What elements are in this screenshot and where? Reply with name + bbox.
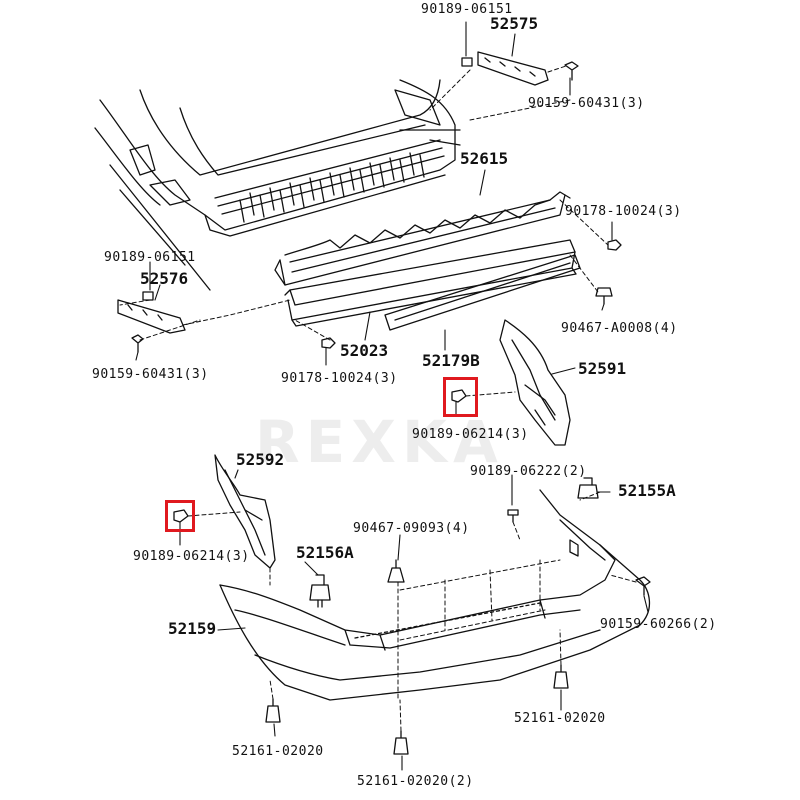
screw-90189-06214-right [451, 389, 467, 403]
nut-90178-10024-bottom [321, 337, 336, 349]
label-52155A: 52155A [618, 481, 676, 500]
clip-52161-02020-right [553, 664, 569, 689]
screw-90159-60266 [635, 576, 651, 596]
clip-52156A [309, 574, 331, 608]
clip-52155A [577, 477, 599, 499]
label-52156A: 52156A [296, 543, 354, 562]
label-90178-10024-right: 90178-10024(3) [565, 204, 682, 219]
retainer-52575 [461, 51, 579, 86]
label-90159-60431-top: 90159-60431(3) [528, 96, 645, 111]
label-52023: 52023 [340, 341, 389, 360]
clip-52161-02020-bottom [393, 730, 409, 755]
leader-lines [135, 21, 649, 771]
label-52161-02020-right: 52161-02020 [514, 711, 606, 726]
label-90189-06214-right: 90189-06214(3) [412, 427, 529, 442]
clip-52161-02020-left [265, 698, 281, 723]
label-90467-A0008: 90467-A0008(4) [561, 321, 678, 336]
label-90189-06151-left: 90189-06151 [104, 250, 196, 265]
dashed-guide-lines [119, 65, 637, 732]
label-90467-09093: 90467-09093(4) [353, 521, 470, 536]
nut-90178-10024-right [607, 239, 622, 251]
bumper-reinforcement-52023 [284, 239, 577, 327]
label-90159-60431-left: 90159-60431(3) [92, 367, 209, 382]
impact-absorber-52615 [274, 191, 571, 286]
label-90189-06222: 90189-06222(2) [470, 464, 587, 479]
label-52159: 52159 [168, 619, 217, 638]
retainer-52576 [117, 291, 186, 353]
reinforcement-strip-52179B [384, 254, 581, 331]
label-52591: 52591 [578, 359, 627, 378]
label-52576: 52576 [140, 269, 189, 288]
screw-90189-06222 [507, 509, 519, 523]
label-90189-06214-left: 90189-06214(3) [133, 549, 250, 564]
label-90178-10024-bottom: 90178-10024(3) [281, 371, 398, 386]
vehicle-body-outline [94, 79, 461, 291]
label-52161-02020-bottom: 52161-02020(2) [357, 774, 474, 789]
label-52615: 52615 [460, 149, 509, 168]
highlight-box-90189-06214-left [165, 500, 195, 532]
label-52161-02020-left: 52161-02020 [232, 744, 324, 759]
screw-90189-06214-left [173, 509, 189, 523]
label-90159-60266: 90159-60266(2) [600, 617, 717, 632]
label-90189-06151-top: 90189-06151 [421, 2, 513, 17]
side-bracket-52591 [499, 319, 571, 446]
watermark: REXKA [255, 408, 504, 476]
highlight-box-90189-06214-right [443, 377, 478, 417]
side-bracket-52592 [214, 454, 276, 569]
label-52592: 52592 [236, 450, 285, 469]
clip-90467-09093 [387, 559, 405, 583]
label-52575: 52575 [490, 14, 539, 33]
clip-90467-A0008 [595, 287, 613, 305]
label-52179B: 52179B [422, 351, 480, 370]
